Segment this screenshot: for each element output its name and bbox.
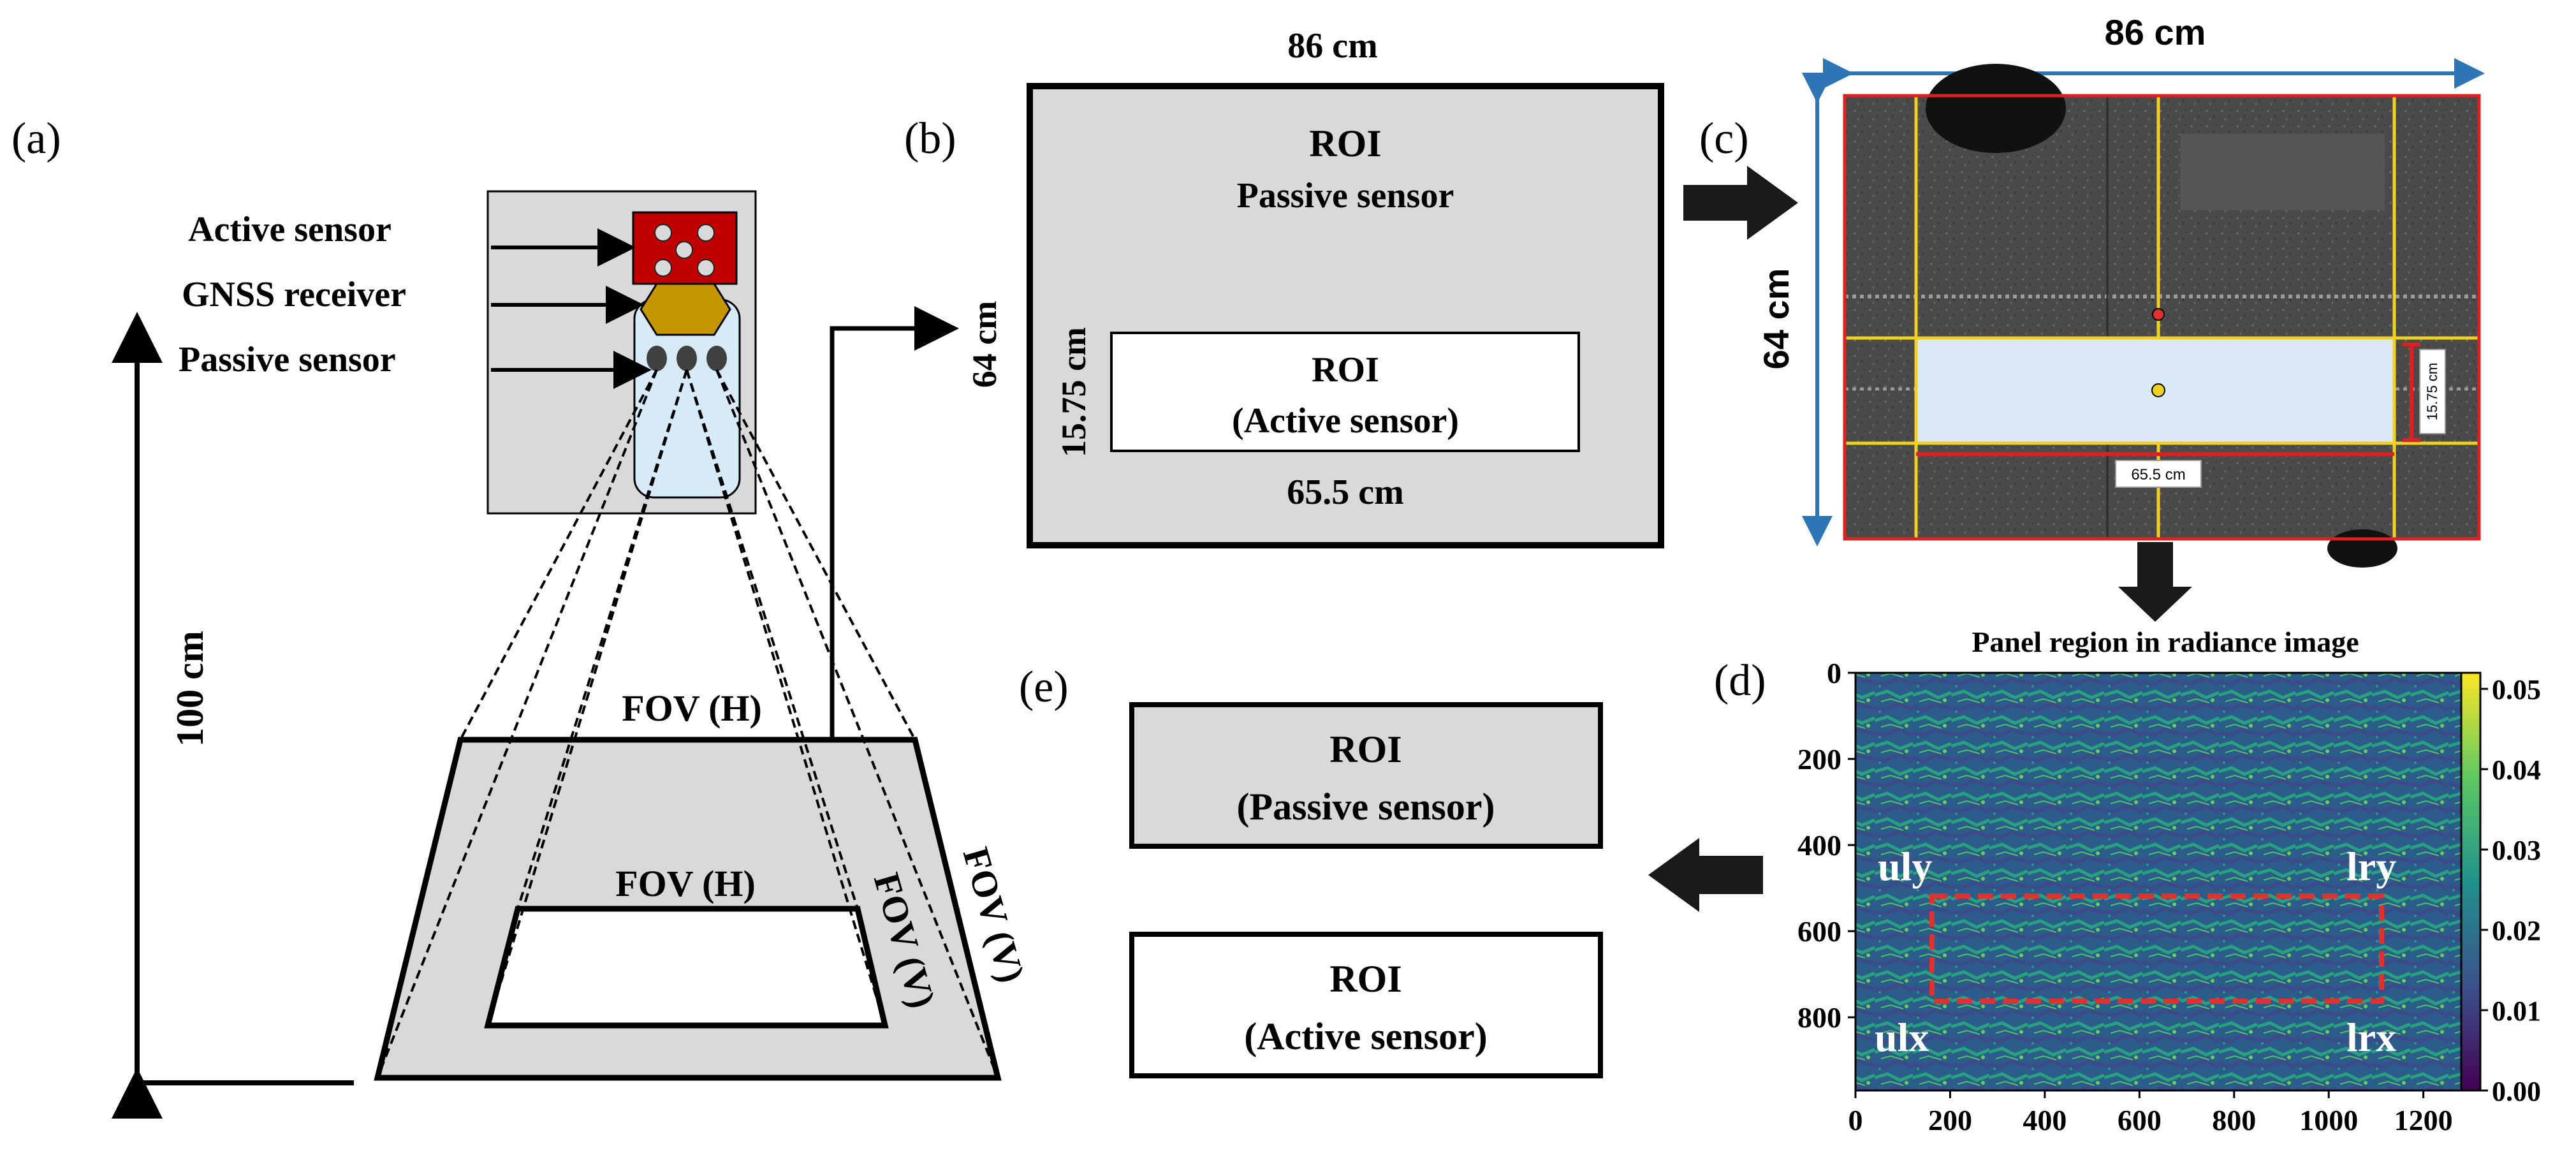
photo-height-label: 15.75 cm [2424, 363, 2440, 421]
corner-lrx-label: lrx [2346, 1015, 2396, 1060]
active-sensor-lens [697, 259, 715, 277]
height-label: 100 cm [169, 631, 211, 747]
active-sensor-lens [675, 241, 693, 259]
active-roi-subtitle: (Active sensor) [1232, 401, 1459, 441]
photo-shadow [1926, 64, 2066, 153]
photo-gray-patch [2181, 134, 2385, 210]
panel-a: (a) Active sensor GNSS receiver Passive … [11, 114, 1033, 1119]
colorbar-tick-label: 0.00 [2492, 1076, 2541, 1107]
active-roi-height-label: 15.75 cm [1055, 327, 1093, 457]
colorbar-tick-label: 0.01 [2492, 995, 2541, 1027]
active-roi-title: ROI [1312, 350, 1379, 390]
passive-roi-subtitle: Passive sensor [1237, 176, 1454, 216]
photo-frame [1843, 94, 2481, 541]
active-roi-width-label: 65.5 cm [1287, 473, 1404, 512]
corner-ulx-label: ulx [1875, 1015, 1929, 1060]
y-tick-label: 0 [1827, 657, 1841, 689]
y-tick-label: 200 [1797, 743, 1841, 775]
passive-roi-result-title: ROI [1329, 728, 1401, 770]
photo-width-label: 65.5 cm [2131, 466, 2185, 483]
passive-sensor-lens [706, 346, 727, 371]
panel-b-label: (b) [904, 114, 956, 163]
fov-h-inner-label: FOV (H) [615, 863, 756, 904]
panel-a-label: (a) [11, 114, 61, 163]
fov-projection-lines [376, 369, 999, 1078]
active-sensor-lens [654, 224, 672, 242]
x-axis-ticks: 0 200 400 600 800 1000 1200 [1848, 1091, 2453, 1136]
passive-sensor-lens [647, 346, 667, 371]
chart-title: Panel region in radiance image [1972, 626, 2359, 658]
panel-roi-rectangle [1929, 893, 2384, 1004]
colorbar-tick-label: 0.02 [2492, 915, 2541, 946]
active-sensor-label: Active sensor [188, 210, 392, 249]
panel-b-height-label: 64 cm [965, 301, 1004, 388]
x-tick-label: 200 [1928, 1104, 1972, 1136]
passive-sensor-label: Passive sensor [179, 340, 396, 379]
photo-active-center-dot [2151, 383, 2165, 397]
panel-e: (e) ROI (Passive sensor) ROI (Active sen… [1019, 663, 1603, 1078]
passive-sensor-lens [677, 346, 697, 371]
colorbar-tick-label: 0.04 [2492, 754, 2541, 786]
x-tick-label: 600 [2118, 1104, 2162, 1136]
panel-c-width-label: 86 cm [2105, 12, 2206, 52]
gnss-receiver-device [640, 283, 731, 336]
active-roi-result-subtitle: (Active sensor) [1244, 1015, 1488, 1057]
passive-roi-box [1027, 83, 1664, 548]
y-axis-ticks: 0 200 400 600 800 [1797, 657, 1855, 1034]
x-tick-label: 400 [2023, 1104, 2067, 1136]
panel-e-label: (e) [1019, 663, 1069, 712]
x-tick-label: 0 [1848, 1104, 1863, 1136]
inner-fov-footprint [484, 906, 889, 1029]
photo-height-tag [2419, 349, 2446, 434]
panel-c: (c) 86 cm 64 cm 65.5 cm 15.75 c [1699, 12, 2485, 568]
corner-lry-label: lry [2346, 844, 2396, 889]
passive-roi-result-box [1129, 702, 1603, 849]
x-tick-label: 1200 [2394, 1104, 2453, 1136]
photo-shadow [2327, 529, 2397, 568]
fov-h-outer-label: FOV (H) [622, 687, 762, 729]
radiance-image [1854, 672, 2463, 1092]
panel-d-label: (d) [1714, 656, 1766, 705]
arrow-d-to-e [1648, 838, 1763, 912]
colorbar-tick-label: 0.05 [2492, 674, 2541, 705]
active-sensor-lens [654, 259, 672, 277]
panel-d: (d) Panel region in radiance image uly l… [1714, 626, 2541, 1136]
x-tick-label: 800 [2212, 1104, 2256, 1136]
gnss-receiver-label: GNSS receiver [182, 275, 406, 314]
active-roi-result-box [1129, 932, 1603, 1078]
colorbar-tick-label: 0.03 [2492, 835, 2541, 866]
arrow-b-to-c [1683, 166, 1798, 240]
panel-b: (b) 86 cm ROI Passive sensor 64 cm ROI (… [904, 26, 1664, 548]
active-roi-result-title: ROI [1329, 958, 1401, 1000]
passive-roi-title: ROI [1309, 122, 1381, 165]
corner-uly-label: uly [1878, 844, 1932, 889]
y-tick-label: 400 [1797, 829, 1841, 862]
colorbar-ticks: 0.05 0.04 0.03 0.02 0.01 0.00 [2480, 674, 2541, 1107]
arrow-c-to-d [2118, 542, 2192, 622]
connector-to-panel-b [830, 306, 959, 740]
photo-width-tag [2115, 460, 2202, 488]
y-tick-label: 800 [1797, 1001, 1841, 1034]
panel-c-label: (c) [1699, 114, 1749, 163]
photo-passive-center-dot [2152, 308, 2165, 321]
colorbar [2460, 672, 2482, 1092]
active-sensor-lens [697, 224, 715, 242]
panel-c-height-label: 64 cm [1756, 268, 1796, 370]
x-tick-label: 1000 [2299, 1104, 2358, 1136]
y-tick-label: 600 [1797, 915, 1841, 948]
panel-b-width-label: 86 cm [1287, 26, 1378, 66]
active-roi-box [1110, 332, 1580, 452]
passive-roi-result-subtitle: (Passive sensor) [1237, 786, 1495, 828]
